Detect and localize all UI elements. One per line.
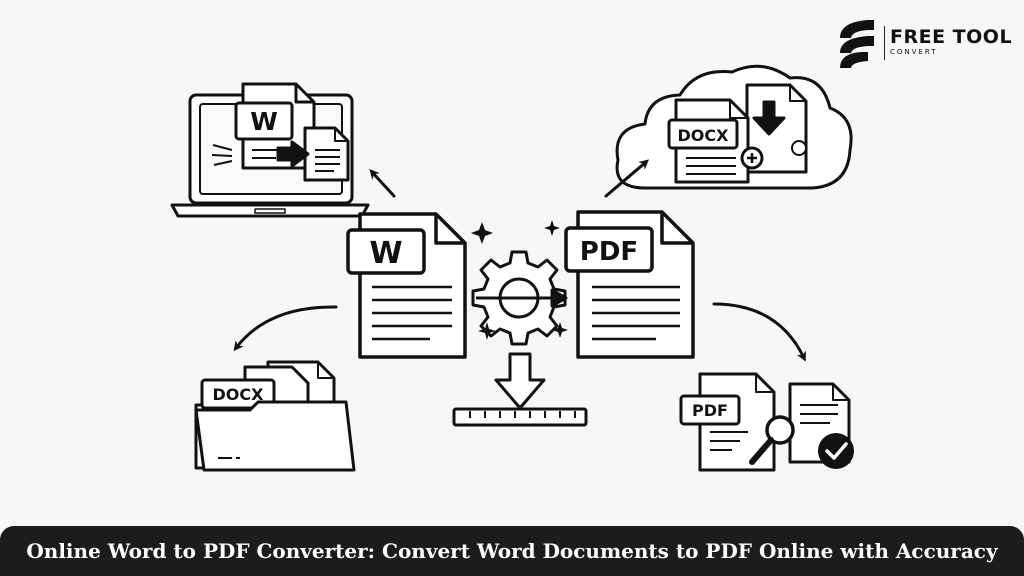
gear-icon: [471, 250, 568, 346]
folder-doc-label: DOCX: [213, 385, 265, 404]
caption-text: Online Word to PDF Converter: Convert Wo…: [26, 539, 998, 563]
cloud-icon: [615, 64, 853, 190]
logo-divider: [884, 26, 885, 60]
brand-logo[interactable]: FREE TOOL CONVERT: [838, 16, 1018, 72]
logo-subtitle: CONVERT: [890, 48, 938, 56]
result-doc-label: PDF: [692, 401, 728, 420]
laptop-icon: [170, 82, 370, 218]
folder-icon: [194, 360, 356, 472]
laptop-doc-label: W: [250, 107, 278, 136]
cloud-doc-label: DOCX: [678, 126, 730, 145]
sparkle-icon: [471, 220, 568, 340]
logo-icon: [840, 20, 874, 68]
pdf-document-icon: [564, 210, 695, 359]
pdf-result-icon: [679, 372, 851, 472]
caption-bar: Online Word to PDF Converter: Convert Wo…: [0, 526, 1024, 576]
word-doc-label: W: [369, 236, 402, 271]
logo-text: FREE TOOL CONVERT: [890, 27, 1012, 57]
flow-arrows: [233, 159, 806, 362]
download-progress-icon: [452, 352, 588, 427]
logo-name: FREE TOOL: [890, 26, 1013, 48]
word-document-icon: [346, 212, 467, 359]
check-icon: [818, 433, 854, 469]
pdf-doc-label: PDF: [580, 237, 638, 267]
